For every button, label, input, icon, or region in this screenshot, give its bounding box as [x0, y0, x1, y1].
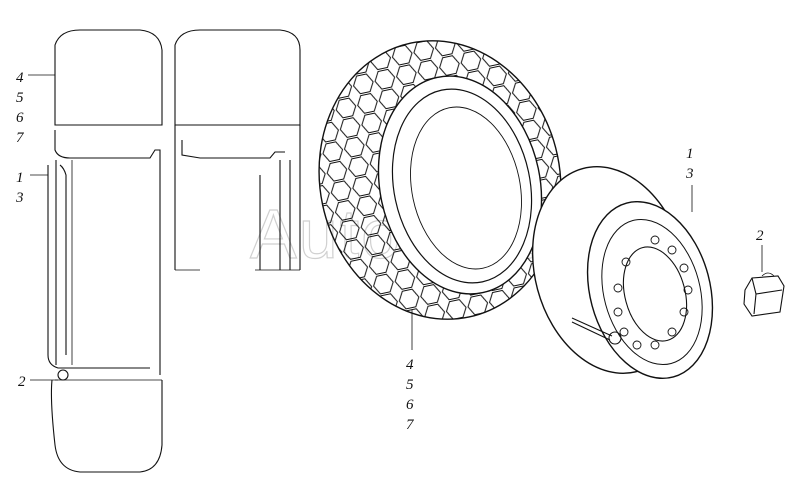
- callouts-tire-bottom: 4 5 6 7: [406, 357, 415, 433]
- callout-label: 6: [16, 110, 24, 126]
- callout-label: 3: [15, 190, 24, 206]
- callout-label: 1: [16, 170, 24, 186]
- callout-label: 4: [16, 70, 24, 86]
- leader-lines: [28, 74, 763, 381]
- callout-label: 4: [406, 357, 414, 373]
- rim-bolt-holes: [613, 235, 693, 350]
- callout-label: 1: [686, 146, 694, 162]
- callout-label: 7: [406, 417, 415, 433]
- callouts-section-mid: 1 3: [15, 170, 24, 206]
- callout-label: 7: [16, 130, 25, 146]
- callouts-rim-top: 1 3: [685, 146, 694, 182]
- tire-cross-section: [47, 29, 301, 473]
- callout-section-bottom: 2: [18, 374, 26, 390]
- callout-label: 3: [685, 166, 694, 182]
- callouts-section-top: 4 5 6 7: [16, 70, 25, 146]
- callout-valve-cap: 2: [756, 228, 764, 244]
- callout-label: 5: [406, 377, 414, 393]
- valve-cap: [743, 272, 785, 317]
- callout-label: 5: [16, 90, 24, 106]
- callout-label: 6: [406, 397, 414, 413]
- wheel-rim: [531, 166, 714, 380]
- tire: [318, 40, 562, 320]
